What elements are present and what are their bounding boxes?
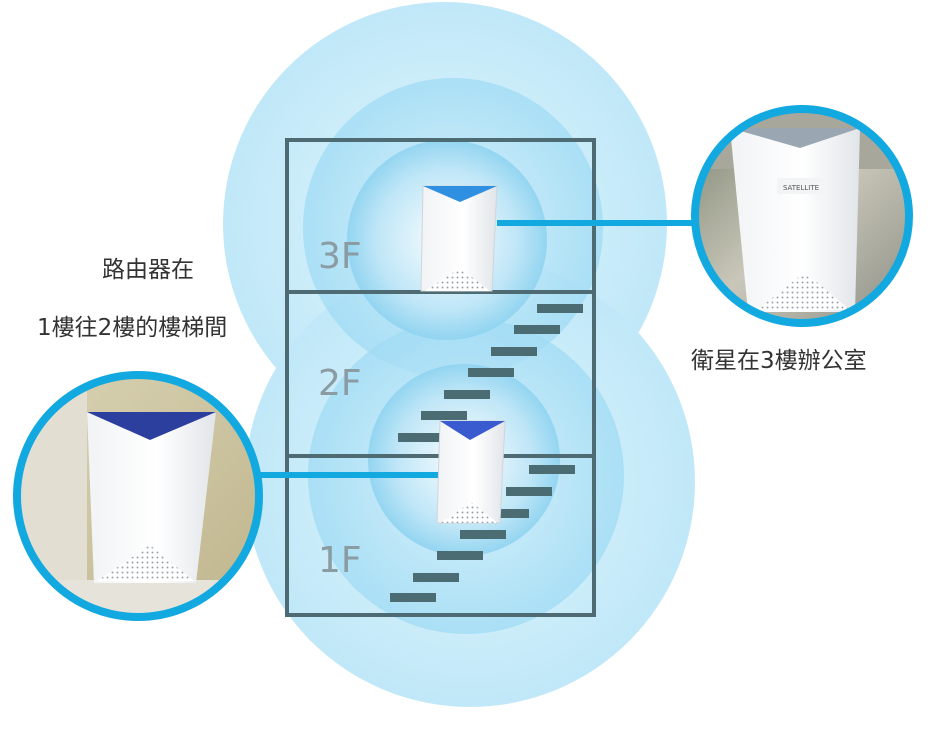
- stair-step: [468, 368, 514, 377]
- satellite-photo-device: [730, 128, 860, 312]
- stair-step: [529, 465, 575, 474]
- stair-step: [483, 509, 529, 518]
- satellite-photo-bubble: SATELLITE: [691, 105, 913, 327]
- building-frame: [285, 138, 596, 617]
- router-photo-device-top: [87, 412, 216, 440]
- connectors: [256, 220, 700, 478]
- stair-step: [491, 347, 537, 356]
- satellite-device: [420, 185, 498, 292]
- router-location-caption-line2: 1樓往2樓的樓梯間: [37, 315, 228, 341]
- router-photo-device: [87, 412, 216, 583]
- satellite-photo-device-vent: [757, 272, 850, 310]
- router-photo-device-vent: [97, 545, 194, 581]
- stair-step: [514, 325, 560, 334]
- floor-labels: 3F 2F 1F: [318, 236, 362, 581]
- stair-step: [460, 530, 506, 539]
- satellite-photo-ring: [691, 105, 913, 327]
- satellite-photo: SATELLITE: [695, 109, 909, 323]
- router-photo-bubble: [13, 371, 263, 621]
- staircase: [390, 304, 583, 602]
- satellite-photo-label-plate: [777, 178, 825, 194]
- router-location-caption-line1: 路由器在: [102, 257, 194, 283]
- floor-label-3f: 3F: [318, 236, 362, 277]
- signal-coverage: [223, 2, 695, 707]
- stair-step: [444, 390, 490, 399]
- router-device: [436, 420, 506, 524]
- satellite-vent: [425, 268, 490, 291]
- satellite-photo-device-top: [730, 128, 860, 148]
- satellite-location-caption: 衛星在3樓辦公室: [691, 348, 867, 374]
- stair-step: [398, 433, 444, 442]
- router-top-accent: [440, 421, 505, 440]
- stair-step: [390, 593, 436, 602]
- stair-step: [537, 304, 583, 313]
- floor-label-1f: 1F: [318, 540, 362, 581]
- floor-label-2f: 2F: [318, 363, 362, 404]
- router-vent: [441, 502, 498, 523]
- stair-step: [437, 551, 483, 560]
- stair-step: [506, 487, 552, 496]
- satellite-photo-tag-text: SATELLITE: [783, 184, 819, 192]
- stair-step: [413, 573, 459, 582]
- satellite-top-accent: [423, 186, 497, 202]
- stair-step: [421, 411, 467, 420]
- router-photo-ring: [13, 371, 263, 621]
